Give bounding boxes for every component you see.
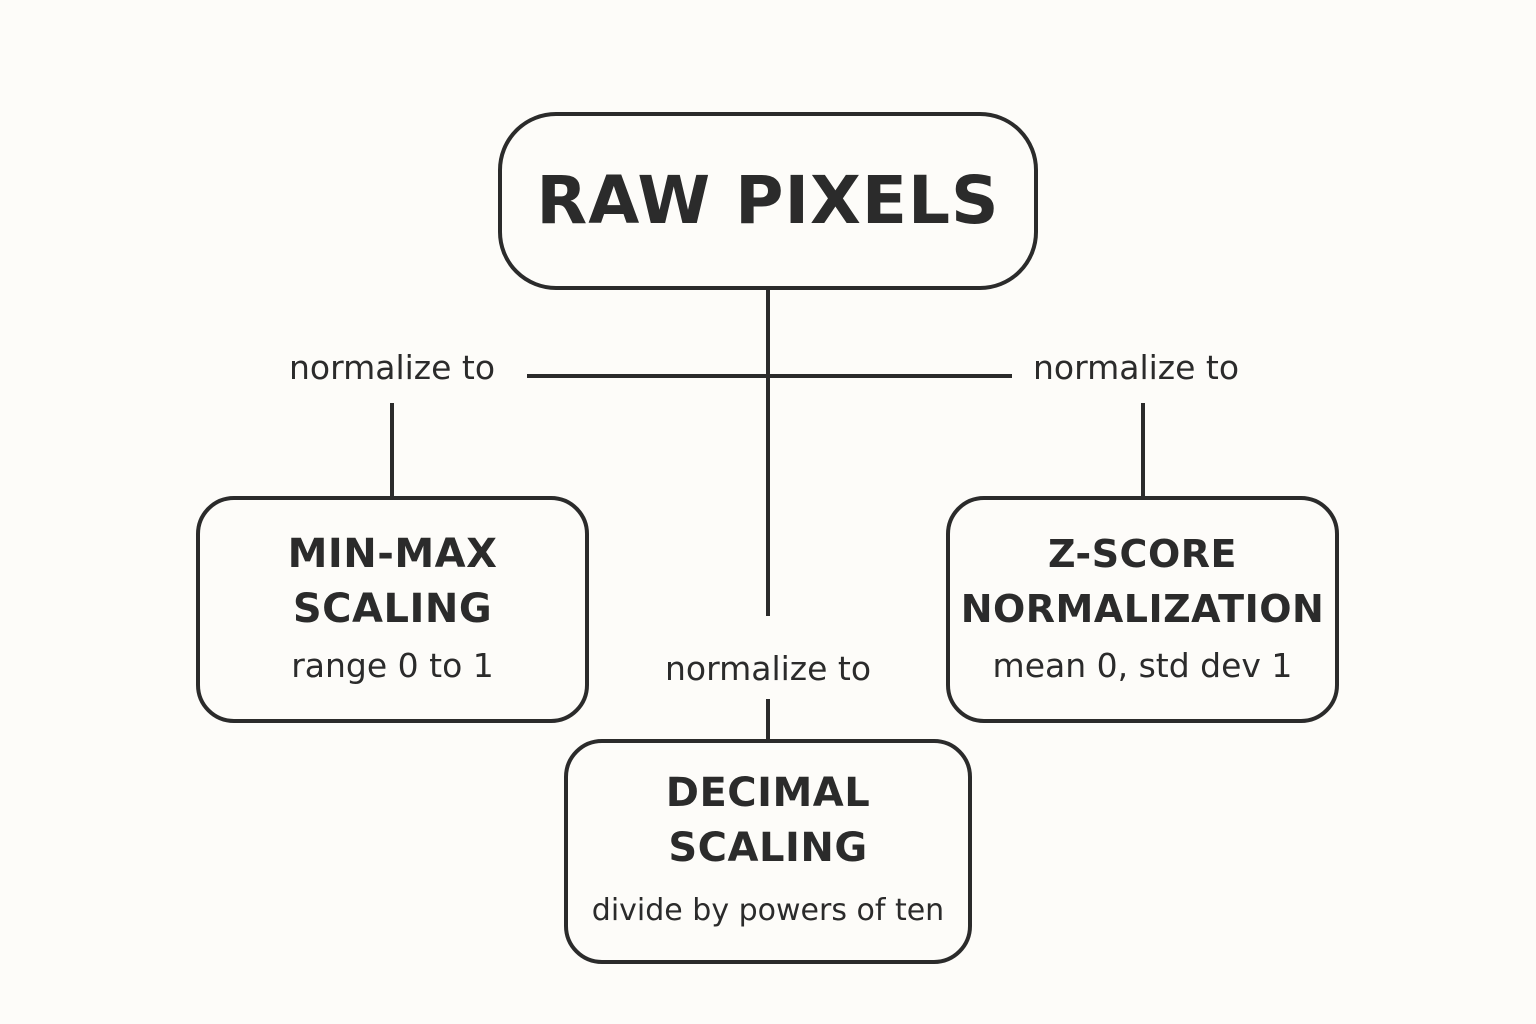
node-z-score-normalization: Z-SCORE NORMALIZATION mean 0, std dev 1 xyxy=(946,496,1339,723)
node-decimal-scaling: DECIMAL SCALING divide by powers of ten xyxy=(564,739,972,964)
node-decimal-title-line1: DECIMAL xyxy=(665,769,871,816)
node-z-score-title-line2: NORMALIZATION xyxy=(960,586,1325,631)
node-z-score-description: mean 0, std dev 1 xyxy=(992,645,1293,685)
node-z-score-title-line1: Z-SCORE xyxy=(1048,531,1237,576)
node-min-max-title-line2: SCALING xyxy=(292,585,493,632)
node-min-max-scaling: MIN-MAX SCALING range 0 to 1 xyxy=(196,496,589,723)
root-node-raw-pixels: RAW PIXELS xyxy=(498,112,1038,290)
node-decimal-description: divide by powers of ten xyxy=(591,892,945,928)
edge-label-left: normalize to xyxy=(289,348,496,387)
node-decimal-title-line2: SCALING xyxy=(668,824,868,871)
edge-label-right: normalize to xyxy=(1033,348,1240,387)
root-node-title: RAW PIXELS xyxy=(536,162,1000,239)
edge-label-center: normalize to xyxy=(665,649,872,688)
node-min-max-title-line1: MIN-MAX xyxy=(287,530,498,577)
node-min-max-description: range 0 to 1 xyxy=(291,645,494,685)
